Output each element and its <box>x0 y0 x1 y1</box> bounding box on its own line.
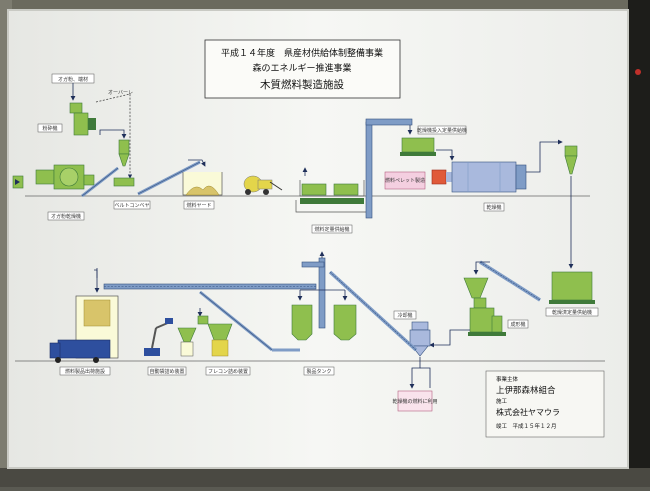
label-dryer: 乾燥機 <box>486 204 501 211</box>
product-tank-2 <box>333 304 357 341</box>
contractor-label: 施工 <box>496 397 508 405</box>
completed: 竣工 平成１５年１２月 <box>496 422 557 430</box>
label-fuel-feeder-1: 燃料定量供給機 <box>314 226 349 233</box>
label-fuel-yard: 燃料ヤード <box>186 202 211 209</box>
inclined-conveyor-4 <box>328 270 418 352</box>
burner <box>431 169 447 185</box>
label-product-tank: 製品タンク <box>306 368 331 375</box>
inclined-conveyor-2 <box>137 160 201 196</box>
cooler <box>409 321 431 357</box>
title-box <box>204 39 401 99</box>
pellet-mill <box>463 277 506 336</box>
dryer-input-feeder <box>400 137 436 156</box>
label-sawdust-bark: オガ粉、端材 <box>58 76 88 83</box>
reuse-box <box>397 390 433 412</box>
auto-bagging-robot <box>144 318 197 357</box>
bucket-elevator-1 <box>365 118 413 219</box>
label-dryer-feeder: 乾燥機投入定量供給機 <box>417 127 467 134</box>
label-reuse: 乾燥機の燃料に利用 <box>392 398 437 405</box>
label-crusher: 粉砕機 <box>42 125 57 132</box>
title-line-1: 平成１４年度 県産材供給体制整備事業 <box>221 47 383 59</box>
pellet-fuel-box <box>384 171 426 190</box>
screw-conveyor-top <box>103 283 317 290</box>
belt-conveyor-hopper <box>113 177 135 187</box>
organizer-label: 事業主体 <box>496 375 519 383</box>
label-pellet-mill: 成形機 <box>510 321 525 328</box>
title-line-2: 森のエネルギー推進事業 <box>252 62 351 74</box>
inclined-conveyor-3 <box>479 260 541 302</box>
sawdust-dryer-machine <box>35 164 95 190</box>
inclined-conveyor-5 <box>199 290 273 352</box>
organizer: 上伊那森林組合 <box>496 385 556 396</box>
label-shipping: 燃料製品出荷施設 <box>65 368 105 375</box>
wheel-loader <box>243 175 283 195</box>
fuel-yard <box>182 172 223 196</box>
crusher-machine <box>69 102 96 136</box>
title-line-3: 木質燃料製造施設 <box>260 78 344 91</box>
label-overhead: オーバーレ <box>108 90 133 96</box>
truck <box>49 339 111 363</box>
dried-fuel-bin <box>549 271 595 304</box>
label-belt-conveyor: ベルトコンベヤ <box>114 203 149 209</box>
label-auto-bag: 自動袋詰め装置 <box>149 368 184 375</box>
flexible-container-filler <box>197 315 233 357</box>
label-dried-fuel-bin: 乾燥済定量供給機 <box>552 309 592 316</box>
fuel-metering-feeder <box>299 180 365 204</box>
label-cooler: 冷却機 <box>397 312 412 319</box>
cyclone-large <box>564 145 578 175</box>
cyclone-small <box>118 139 130 167</box>
label-pellet-fuel: 燃料ペレット製造 <box>385 177 425 184</box>
label-sawdust-dryer: オガ粉乾燥機 <box>51 213 81 220</box>
rotary-dryer <box>451 161 527 193</box>
contractor: 株式会社ヤマウラ <box>496 407 560 417</box>
label-flexible-bag: フレコン詰め装置 <box>208 368 248 375</box>
inclined-conveyor-1 <box>81 166 119 198</box>
credits-box: 事業主体 上伊那森林組合 施工 株式会社ヤマウラ 竣工 平成１５年１２月 <box>485 370 605 438</box>
product-tank-1 <box>291 304 313 341</box>
